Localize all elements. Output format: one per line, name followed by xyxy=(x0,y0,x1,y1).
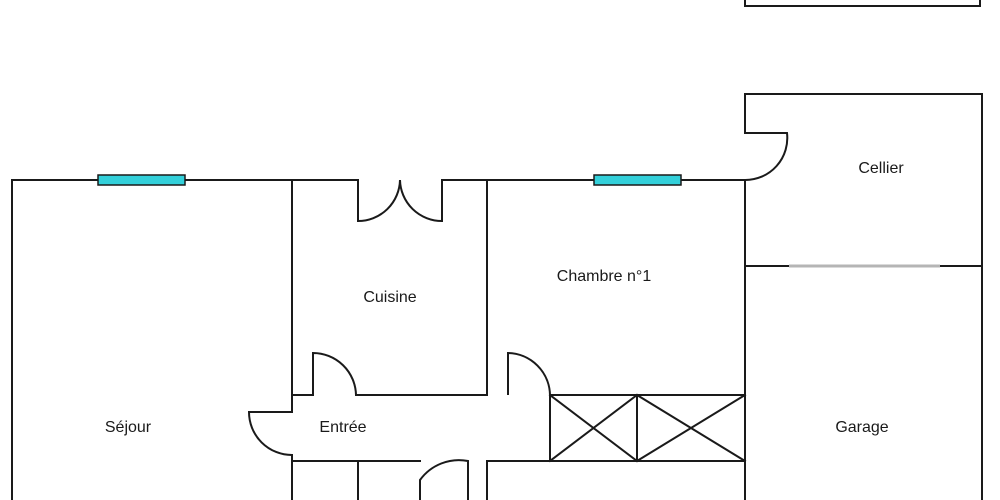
room-label-cellier: Cellier xyxy=(858,160,904,177)
room-label-sejour: Séjour xyxy=(105,419,152,436)
room-label-cuisine: Cuisine xyxy=(363,289,416,306)
exterior-walls xyxy=(11,93,983,500)
room-labels: Séjour Cuisine Entrée Chambre n°1 Cellie… xyxy=(105,160,904,436)
chambre-door xyxy=(507,351,551,461)
storage-closets xyxy=(548,393,747,463)
right-annex-outline xyxy=(744,93,983,500)
room-label-entree: Entrée xyxy=(319,419,366,436)
closet-left-cross xyxy=(548,393,639,463)
cellier-door xyxy=(744,132,789,182)
windows xyxy=(97,174,682,186)
kitchen-entree-door xyxy=(312,351,357,396)
window-chambre xyxy=(593,174,682,186)
top-wall-sejour-kitchen xyxy=(11,179,359,500)
doors xyxy=(247,132,789,500)
entrance-door xyxy=(247,411,293,456)
room-label-chambre: Chambre n°1 xyxy=(557,268,652,285)
interior-walls xyxy=(291,179,983,500)
top-right-structure xyxy=(744,0,981,7)
room-label-garage: Garage xyxy=(835,419,888,436)
kitchen-double-door xyxy=(357,179,443,222)
window-sejour xyxy=(97,174,186,186)
lower-door xyxy=(419,459,469,500)
closet-right-cross xyxy=(635,393,747,463)
